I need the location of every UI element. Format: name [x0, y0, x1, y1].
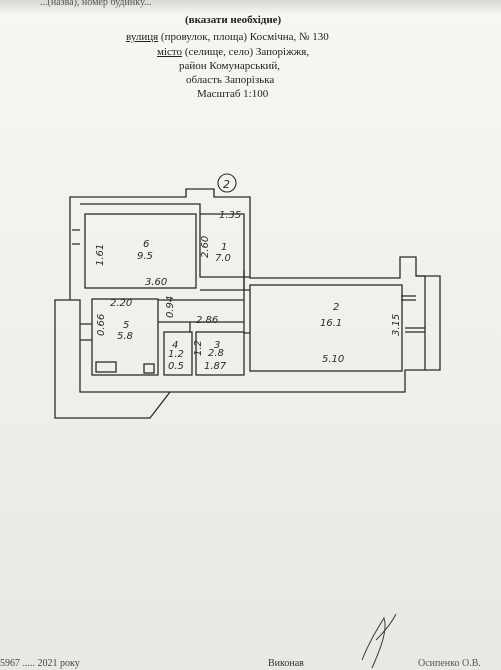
room-3-outline	[195, 331, 245, 376]
room-1-number: 1	[221, 242, 227, 253]
dim-1-2: 1.2	[193, 340, 204, 356]
dim-2-86: 2.86	[196, 315, 218, 326]
room-2-outline	[249, 284, 403, 372]
section-marker-circle	[217, 173, 237, 193]
partition-lines	[158, 289, 250, 332]
street-label: вулиця	[126, 31, 159, 43]
room-3-number: 3	[214, 340, 220, 351]
note-text: (вказати необхідне)	[185, 14, 282, 26]
room-1-area: 7.0	[215, 253, 231, 264]
region-line: область Запорізька	[186, 74, 275, 86]
balcony-outline	[54, 299, 171, 419]
section-marker-label: 2	[223, 178, 230, 191]
footer-executed: Виконав	[268, 658, 304, 669]
dim-1-87: 1.87	[204, 361, 227, 372]
room-6-area: 9.5	[137, 251, 153, 262]
dim-0-5: 0.5	[168, 361, 184, 372]
room-4-outline	[163, 331, 193, 376]
room-5-number: 5	[123, 320, 129, 331]
room-2-area: 16.1	[320, 318, 342, 329]
stove-symbol	[95, 361, 117, 373]
dim-1-35: 1.35	[219, 210, 241, 221]
dim-5-10: 5.10	[322, 354, 344, 365]
room-6-outline	[84, 213, 197, 289]
dim-3-60: 3.60	[145, 277, 167, 288]
street-value: (провулок, площа) Космічна, № 130	[158, 31, 329, 43]
cut-header-text: ...(назва), номер будинку...	[40, 0, 152, 8]
signature-scribble	[361, 613, 397, 669]
footer-date: 5967 ..... 2021 року	[0, 658, 80, 669]
city-line: місто (селище, село) Запоріжжя,	[157, 46, 309, 59]
room-4-area: 1.2	[168, 349, 184, 360]
room-5-outline	[91, 298, 159, 376]
city-value: (селище, село) Запоріжжя,	[182, 46, 310, 58]
footer-name: Осипенко О.В.	[418, 658, 481, 669]
scale-line: Масштаб 1:100	[197, 88, 269, 100]
window-marks	[72, 229, 425, 341]
dim-2-60: 2.60	[200, 236, 211, 258]
room-5-area: 5.8	[117, 331, 133, 342]
dim-1-61: 1.61	[95, 244, 106, 266]
city-label: місто	[157, 46, 183, 58]
room-3-area: 2.8	[208, 348, 224, 359]
dim-2-20: 2.20	[110, 298, 132, 309]
dim-0-94: 0.94	[165, 296, 176, 318]
outer-wall	[69, 188, 426, 393]
room-2-number: 2	[333, 302, 339, 313]
dim-0-66: 0.66	[96, 314, 107, 336]
dim-3-15: 3.15	[391, 314, 402, 336]
right-wall-stub	[416, 275, 441, 371]
room-6-number: 6	[143, 239, 149, 250]
district-line: район Комунарський,	[179, 60, 280, 72]
room-4-number: 4	[172, 340, 178, 351]
sink-symbol	[143, 363, 155, 374]
page-edge-shadow	[0, 0, 501, 14]
street-line: вулиця (провулок, площа) Космічна, № 130	[126, 31, 329, 44]
room-1-outline	[200, 213, 245, 291]
